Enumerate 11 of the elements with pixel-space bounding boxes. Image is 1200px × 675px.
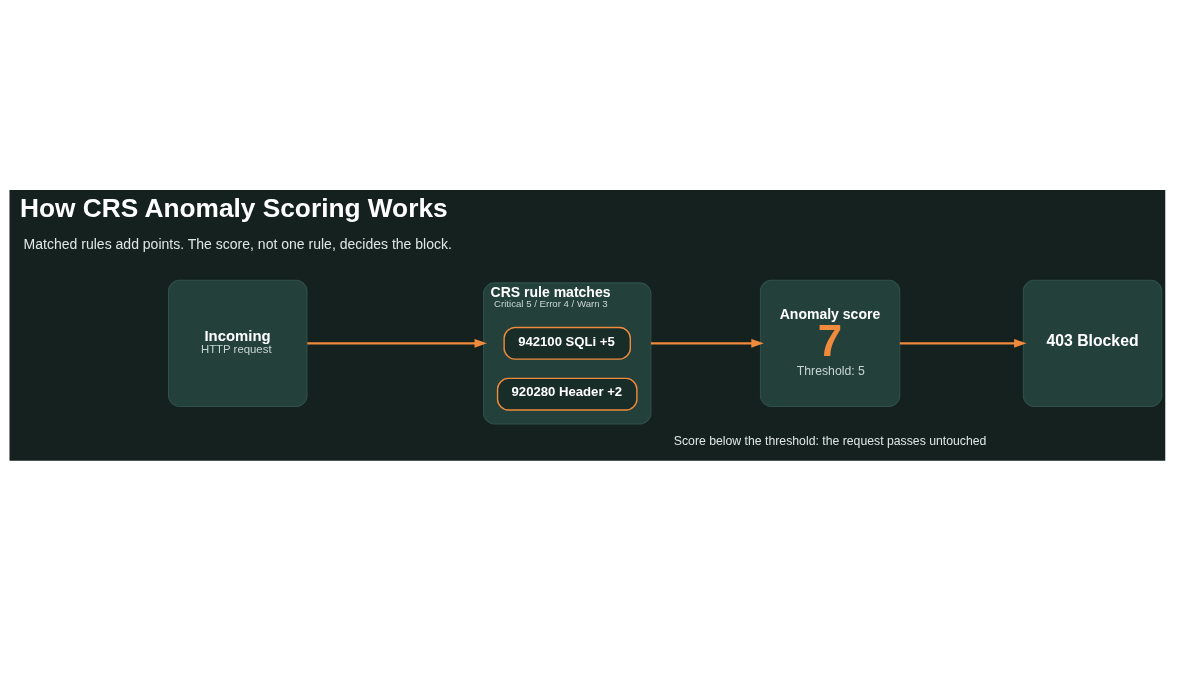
arrow: [650, 338, 764, 348]
label: Matched rules add points. The score, not one rule, decides the block.: [23, 235, 452, 252]
arrow: [899, 338, 1027, 348]
node-box: 403 Blocked: [1022, 279, 1163, 407]
node-box: 920280 Header +2: [496, 377, 638, 411]
label: Score below the threshold: the request passes untouched: [673, 433, 987, 448]
node-box: Incoming HTTP request: [168, 279, 308, 407]
node-box: Anomaly score 7 Threshold: 5: [759, 279, 901, 407]
arrow: [307, 338, 487, 348]
diagram-title: How CRS Anomaly Scoring Works: [20, 192, 448, 223]
node-box: 942100 SQLi +5: [503, 326, 632, 360]
